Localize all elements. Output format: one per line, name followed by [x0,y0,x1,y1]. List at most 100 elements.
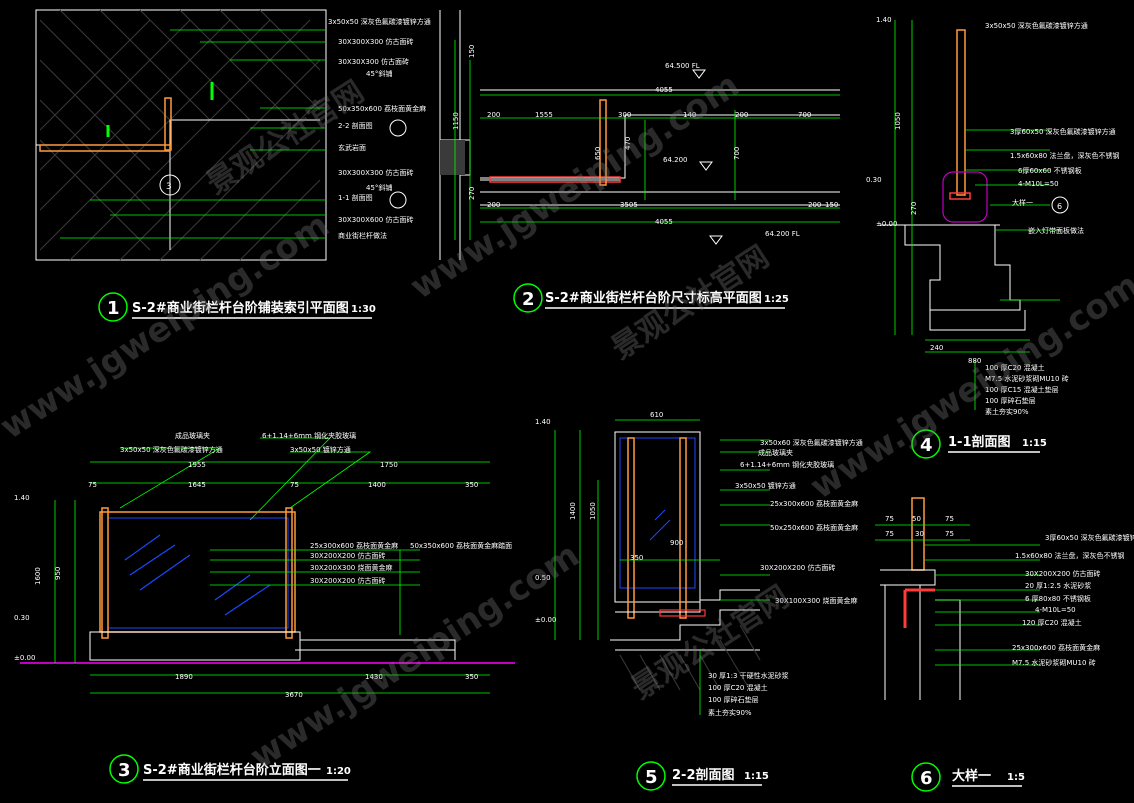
v2-dims-bottom: 200 3505 200 150 4055 [487,201,838,226]
v6-dim-lines [875,524,1040,666]
svg-text:30X300X600 仿古面砖: 30X300X600 仿古面砖 [338,215,413,224]
svg-text:900: 900 [670,539,683,547]
svg-text:6+1.14+6mm 钢化夹胶玻璃: 6+1.14+6mm 钢化夹胶玻璃 [740,460,834,469]
svg-text:4055: 4055 [655,86,673,94]
v3-callouts: 成品玻璃夹 3x50x50 深灰色氟碳漆镀锌方通 6+1.14+6mm 钢化夹胶… [120,431,512,585]
svg-text:75: 75 [88,481,97,489]
svg-text:3x50x50 深灰色氟碳漆镀锌方通: 3x50x50 深灰色氟碳漆镀锌方通 [328,17,431,26]
svg-text:100 厚C20 混凝土: 100 厚C20 混凝土 [708,683,768,692]
v2-dims-top: 4055 200 1555 300 140 200 700 [487,86,811,119]
svg-text:25x300x600 荔枝面黄金麻: 25x300x600 荔枝面黄金麻 [310,541,398,550]
svg-text:大样一: 大样一 [1012,198,1033,207]
svg-text:1645: 1645 [188,481,206,489]
svg-text:1400: 1400 [368,481,386,489]
svg-text:1050: 1050 [589,502,597,520]
svg-text:950: 950 [54,567,62,580]
v5-ground-hatch [619,624,761,691]
svg-text:30X30X300 仿古面砖: 30X30X300 仿古面砖 [338,57,409,66]
svg-text:100 厚C20 混凝土: 100 厚C20 混凝土 [985,363,1045,372]
svg-text:650: 650 [594,147,602,160]
svg-text:75: 75 [290,481,299,489]
svg-text:2-2剖面图: 2-2剖面图 [672,767,735,783]
view-1-paving-plan: 3 3x50x50 深灰色氟碳漆镀锌方通 30X300X300 仿古面砖 30X… [35,9,431,322]
svg-text:1890: 1890 [175,673,193,681]
v4-dims: 1.40 1050 0.30 270 ±0.00 240 880 [866,16,981,365]
svg-text:3x50x50 镀锌方通: 3x50x50 镀锌方通 [735,481,796,490]
svg-text:4-M10L=50: 4-M10L=50 [1018,180,1059,188]
svg-text:大样一: 大样一 [952,768,991,784]
svg-text:3505: 3505 [620,201,638,209]
svg-text:1:30: 1:30 [351,304,376,315]
svg-text:240: 240 [930,344,943,352]
svg-text:64.200: 64.200 [663,156,688,164]
svg-text:0.30: 0.30 [14,614,30,622]
svg-text:玄武岩面: 玄武岩面 [338,143,366,152]
view-5-section-2-2: 3x50x60 深灰色氟碳漆镀锌方通 成品玻璃夹 6+1.14+6mm 钢化夹胶… [535,411,863,791]
svg-text:5: 5 [645,767,658,788]
svg-text:1555: 1555 [535,111,553,119]
svg-text:嵌入灯带面板做法: 嵌入灯带面板做法 [1028,226,1084,235]
svg-text:1:20: 1:20 [326,766,351,777]
v4-title-block: 4 1-1剖面图 1:15 [911,429,1047,459]
svg-text:www.jgweiping.com: www.jgweiping.com [803,265,1134,507]
v6-title-block: 6 大样一 1:5 [911,762,1025,792]
view-2-dimension-plan: 64.500 FL 64.200 64.200 FL 4055 200 1555… [439,10,840,313]
v3-title-block: 3 S-2#商业街栏杆台阶立面图一 1:20 [109,754,351,784]
svg-text:3: 3 [118,760,131,781]
svg-text:4: 4 [920,435,933,456]
svg-text:200: 200 [487,201,500,209]
svg-text:30X300X300 仿古面砖: 30X300X300 仿古面砖 [338,37,413,46]
svg-text:25x300x600 荔枝面黄金麻: 25x300x600 荔枝面黄金麻 [770,499,858,508]
svg-text:300: 300 [618,111,631,119]
svg-text:30X200X200 仿古面砖: 30X200X200 仿古面砖 [310,576,385,585]
svg-text:3厚60x50 深灰色氟碳漆镀锌方通: 3厚60x50 深灰色氟碳漆镀锌方通 [1010,127,1116,136]
svg-text:1600: 1600 [34,567,42,585]
svg-text:75: 75 [885,515,894,523]
svg-text:成品玻璃夹: 成品玻璃夹 [175,431,210,440]
svg-text:30X300X300 仿古面砖: 30X300X300 仿古面砖 [338,168,413,177]
svg-text:1:5: 1:5 [1007,772,1025,783]
svg-text:素土夯实90%: 素土夯实90% [985,407,1029,416]
svg-text:素土夯实90%: 素土夯实90% [708,708,752,717]
svg-text:3: 3 [166,182,172,192]
svg-text:1.5x60x80 法兰盘，深灰色不锈钢: 1.5x60x80 法兰盘，深灰色不锈钢 [1015,551,1124,560]
v3-glass-reflections [124,534,271,616]
svg-text:64.500 FL: 64.500 FL [665,62,700,70]
view-6-detail-one: 3厚60x50 深灰色氟碳漆镀锌方通 1.5x60x80 法兰盘，深灰色不锈钢 … [875,497,1134,792]
svg-text:3x50x50 深灰色氟碳漆镀锌方通: 3x50x50 深灰色氟碳漆镀锌方通 [985,21,1088,30]
svg-text:1150: 1150 [452,112,460,130]
svg-text:M7.5 水泥砂浆砌MU10 砖: M7.5 水泥砂浆砌MU10 砖 [1012,658,1096,667]
svg-text:1: 1 [107,298,120,319]
svg-text:100 厚碎石垫层: 100 厚碎石垫层 [985,396,1036,405]
svg-text:200: 200 [808,201,821,209]
svg-text:S-2#商业街栏杆台阶立面图一: S-2#商业街栏杆台阶立面图一 [143,762,321,778]
svg-text:商业街栏杆做法: 商业街栏杆做法 [338,231,387,240]
svg-text:1:25: 1:25 [764,294,789,305]
svg-text:1050: 1050 [894,112,902,130]
svg-text:45°斜铺: 45°斜铺 [366,183,392,192]
svg-text:3670: 3670 [285,691,303,699]
svg-text:±0.00: ±0.00 [876,220,897,228]
v3-leaders [119,437,420,635]
svg-text:2-2 剖面图: 2-2 剖面图 [338,121,373,130]
svg-text:30X100X300 烧面黄金麻: 30X100X300 烧面黄金麻 [775,596,857,605]
svg-text:350: 350 [465,673,478,681]
v4-dim-lines [894,20,1060,410]
v5-title-block: 5 2-2剖面图 1:15 [636,761,769,791]
v6-callouts: 3厚60x50 深灰色氟碳漆镀锌方通 1.5x60x80 法兰盘，深灰色不锈钢 … [1012,533,1134,667]
svg-text:1.40: 1.40 [876,16,892,24]
v5-dims: 610 1.40 1400 1050 0.50 ±0.00 350 900 [535,411,683,624]
v2-dim-lines [454,40,840,240]
v2-title-block: 2 S-2#商业街栏杆台阶尺寸标高平面图 1:25 [513,283,789,313]
svg-text:25x300x600 荔枝面黄金麻: 25x300x600 荔枝面黄金麻 [1012,643,1100,652]
svg-text:700: 700 [733,147,741,160]
svg-text:700: 700 [798,111,811,119]
svg-text:150: 150 [468,45,476,58]
svg-text:4-M10L=50: 4-M10L=50 [1035,606,1076,614]
svg-text:610: 610 [650,411,663,419]
svg-text:6: 6 [920,768,933,789]
svg-text:880: 880 [968,357,981,365]
svg-text:1-1 剖面图: 1-1 剖面图 [338,193,373,202]
svg-text:200: 200 [735,111,748,119]
